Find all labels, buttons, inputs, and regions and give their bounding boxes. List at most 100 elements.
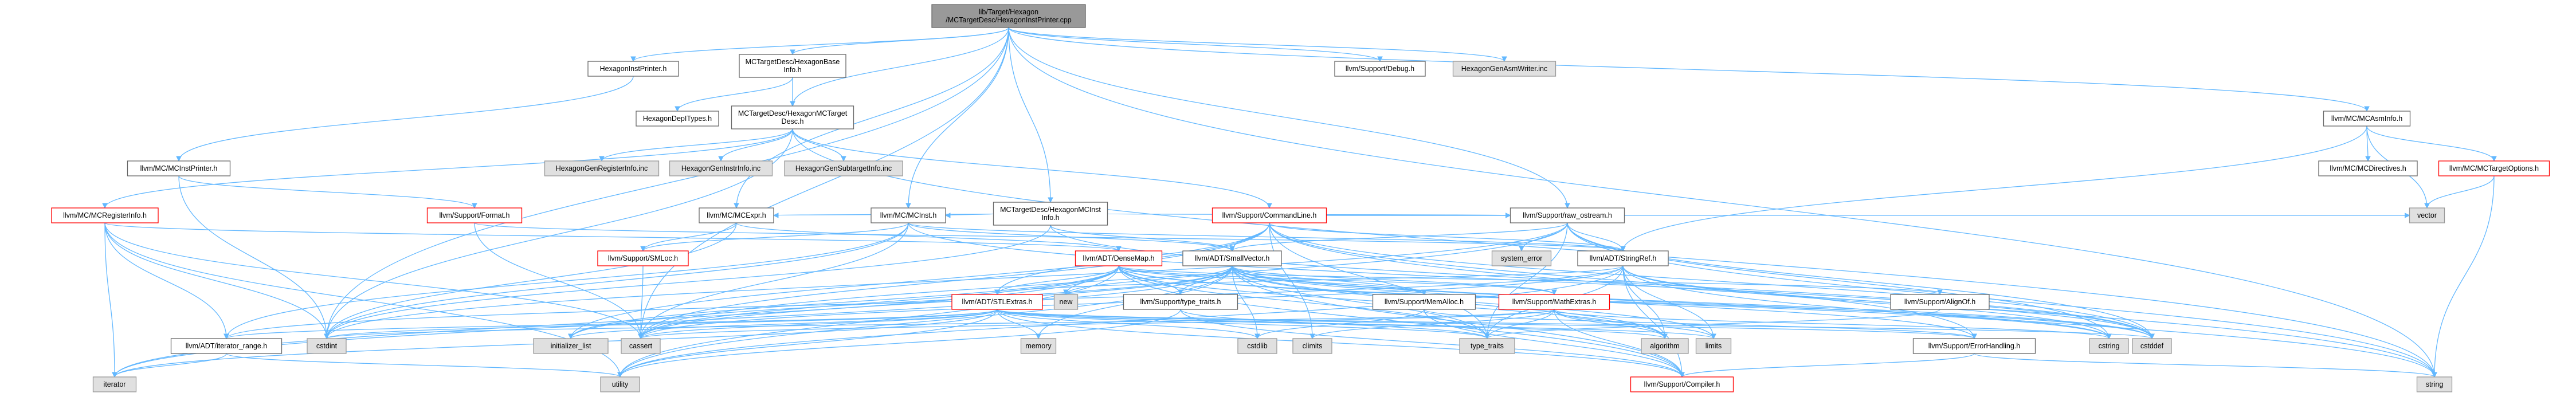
node-reginfo_inc[interactable]: HexagonGenRegisterInfo.inc bbox=[544, 160, 660, 176]
node-cstddef[interactable]: cstddef bbox=[2132, 338, 2172, 354]
node-errorhandling[interactable]: llvm/Support/ErrorHandling.h bbox=[1912, 338, 2036, 354]
node-system_error[interactable]: system_error bbox=[1491, 250, 1552, 266]
nodes-layer: lib/Target/Hexagon/MCTargetDesc/HexagonI… bbox=[51, 4, 2550, 392]
node-typetraits_h[interactable]: llvm/Support/type_traits.h bbox=[1123, 294, 1238, 310]
node-box-initializer_list bbox=[533, 338, 609, 354]
node-vector[interactable]: vector bbox=[2409, 207, 2445, 223]
node-hip_h[interactable]: HexagonInstPrinter.h bbox=[587, 61, 679, 77]
node-memory[interactable]: memory bbox=[1020, 338, 1057, 354]
node-commandline[interactable]: llvm/Support/CommandLine.h bbox=[1211, 207, 1327, 223]
node-instinfo_inc[interactable]: HexagonGenInstrInfo.inc bbox=[669, 160, 773, 176]
node-compiler[interactable]: llvm/Support/Compiler.h bbox=[1630, 376, 1734, 392]
node-label-raw_ostream-0: llvm/Support/raw_ostream.h bbox=[1523, 211, 1612, 219]
node-box-vector bbox=[2409, 207, 2445, 223]
node-climits[interactable]: climits bbox=[1292, 338, 1332, 354]
node-iterator[interactable]: iterator bbox=[92, 376, 137, 392]
edge-arrow-densemap-to-alignof bbox=[1937, 289, 1943, 296]
edge-mathextras-to-algorithm bbox=[1554, 309, 1665, 339]
node-memalloc[interactable]: llvm/Support/MemAlloc.h bbox=[1372, 294, 1476, 310]
edge-stlextras-to-utility bbox=[620, 309, 998, 378]
node-cstdlib[interactable]: cstdlib bbox=[1237, 338, 1277, 354]
edge-raw_ostream-to-cstddef bbox=[1567, 222, 2152, 339]
node-label-reginfo_inc-0: HexagonGenRegisterInfo.inc bbox=[556, 164, 648, 172]
node-mctargetoptions[interactable]: llvm/MC/MCTargetOptions.h bbox=[2438, 160, 2550, 176]
edge-mathextras-to-cstdint bbox=[326, 309, 1555, 339]
edge-stringref-to-compiler bbox=[1622, 265, 1683, 378]
edge-stlextras-to-cstddef bbox=[997, 309, 2152, 339]
node-asmw[interactable]: HexagonGenAsmWriter.inc bbox=[1452, 61, 1556, 77]
edge-smallvector-to-compiler bbox=[1232, 265, 1683, 378]
node-type_traits[interactable]: type_traits bbox=[1459, 338, 1515, 354]
edge-smallvector-to-mathextras bbox=[1232, 265, 1555, 295]
node-smloc[interactable]: llvm/Support/SMLoc.h bbox=[597, 250, 689, 266]
node-limits[interactable]: limits bbox=[1695, 338, 1732, 354]
edge-mcinstinfo-to-cstdint bbox=[326, 225, 1051, 339]
edge-asminfo-to-stringref bbox=[1622, 125, 2367, 251]
edge-arrow-mathextras-to-cstring bbox=[2106, 333, 2112, 340]
node-label-root-1: /MCTargetDesc/HexagonInstPrinter.cpp bbox=[946, 16, 1072, 24]
node-deptypes[interactable]: HexagonDepITypes.h bbox=[636, 111, 719, 127]
node-utility[interactable]: utility bbox=[600, 376, 640, 392]
node-label-utility-0: utility bbox=[612, 380, 629, 388]
edge-stlextras-to-type_traits bbox=[997, 309, 1488, 339]
node-mathextras[interactable]: llvm/Support/MathExtras.h bbox=[1498, 294, 1610, 310]
edge-arrow-stlextras-to-initializer_list bbox=[568, 333, 574, 340]
node-cstdint[interactable]: cstdint bbox=[307, 338, 347, 354]
edge-arrow-asminfo-to-mctargetoptions bbox=[2491, 156, 2497, 162]
node-mcdirectives[interactable]: llvm/MC/MCDirectives.h bbox=[2318, 160, 2418, 176]
node-new[interactable]: new bbox=[1053, 294, 1079, 310]
node-stlextras[interactable]: llvm/ADT/STLExtras.h bbox=[951, 294, 1043, 310]
node-mcreginfo[interactable]: llvm/MC/MCRegisterInfo.h bbox=[51, 207, 159, 223]
edge-mcreginfo-to-iterator bbox=[104, 222, 115, 378]
node-box-mcinstprinter bbox=[127, 160, 231, 176]
node-mcexpr[interactable]: llvm/MC/MCExpr.h bbox=[699, 207, 774, 223]
edge-root-to-cstdint bbox=[326, 27, 1009, 339]
node-cassert[interactable]: cassert bbox=[621, 338, 661, 354]
node-label-hip_h-0: HexagonInstPrinter.h bbox=[600, 65, 667, 73]
edge-arrow-mcdesc-to-mcreginfo bbox=[102, 203, 108, 209]
node-algorithm[interactable]: algorithm bbox=[1641, 338, 1689, 354]
node-cstring[interactable]: cstring bbox=[2089, 338, 2129, 354]
node-label-mcreginfo-0: llvm/MC/MCRegisterInfo.h bbox=[63, 211, 147, 219]
edge-stlextras-to-cstdlib bbox=[997, 309, 1258, 339]
node-alignof[interactable]: llvm/Support/AlignOf.h bbox=[1890, 294, 1990, 310]
node-iterator_range[interactable]: llvm/ADT/iterator_range.h bbox=[170, 338, 283, 354]
node-label-string-0: string bbox=[2426, 380, 2444, 388]
node-root[interactable]: lib/Target/Hexagon/MCTargetDesc/HexagonI… bbox=[931, 4, 1086, 28]
edge-mchbi-to-deptypes bbox=[677, 77, 793, 112]
edge-mcreginfo-to-cassert bbox=[104, 222, 641, 339]
edge-arrow-root-to-asminfo bbox=[2364, 106, 2370, 112]
node-label-mcdirectives-0: llvm/MC/MCDirectives.h bbox=[2330, 164, 2406, 172]
node-box-cstdlib bbox=[1237, 338, 1277, 354]
node-mcinst[interactable]: llvm/MC/MCInst.h bbox=[871, 207, 946, 223]
node-box-mcinst bbox=[871, 207, 946, 223]
edge-arrow-mcinstinfo-to-mcinst bbox=[944, 213, 951, 218]
node-stringref[interactable]: llvm/ADT/StringRef.h bbox=[1577, 250, 1669, 266]
node-label-cstddef-0: cstddef bbox=[2140, 342, 2164, 350]
node-mcinstprinter[interactable]: llvm/MC/MCInstPrinter.h bbox=[127, 160, 231, 176]
node-subtarget_inc[interactable]: HexagonGenSubtargetInfo.inc bbox=[784, 160, 903, 176]
edge-mcinst-to-iterator_range bbox=[226, 222, 909, 339]
node-format[interactable]: llvm/Support/Format.h bbox=[426, 207, 523, 223]
node-smallvector[interactable]: llvm/ADT/SmallVector.h bbox=[1182, 250, 1282, 266]
node-densemap[interactable]: llvm/ADT/DenseMap.h bbox=[1075, 250, 1163, 266]
node-raw_ostream[interactable]: llvm/Support/raw_ostream.h bbox=[1509, 207, 1625, 223]
node-string[interactable]: string bbox=[2416, 376, 2453, 392]
edge-commandline-to-stringref bbox=[1269, 222, 1624, 251]
edge-arrow-mathextras-to-limits bbox=[1711, 333, 1716, 340]
node-label-asmw-0: HexagonGenAsmWriter.inc bbox=[1461, 65, 1548, 73]
node-label-cstdlib-0: cstdlib bbox=[1247, 342, 1267, 350]
edge-memalloc-to-cstdlib bbox=[1257, 309, 1425, 339]
edge-stlextras-to-iterator_range bbox=[226, 309, 998, 339]
edge-mcinstprinter-to-format bbox=[178, 175, 475, 209]
node-debug[interactable]: llvm/Support/Debug.h bbox=[1334, 61, 1426, 77]
edge-arrow-stlextras-to-iterator_range bbox=[224, 333, 229, 340]
node-box-cstring bbox=[2089, 338, 2129, 354]
node-asminfo[interactable]: llvm/MC/MCAsmInfo.h bbox=[2323, 111, 2411, 127]
edge-arrow-root-to-hip_h bbox=[630, 56, 636, 62]
edge-commandline-to-type_traits bbox=[1269, 222, 1488, 339]
node-initializer_list[interactable]: initializer_list bbox=[533, 338, 609, 354]
